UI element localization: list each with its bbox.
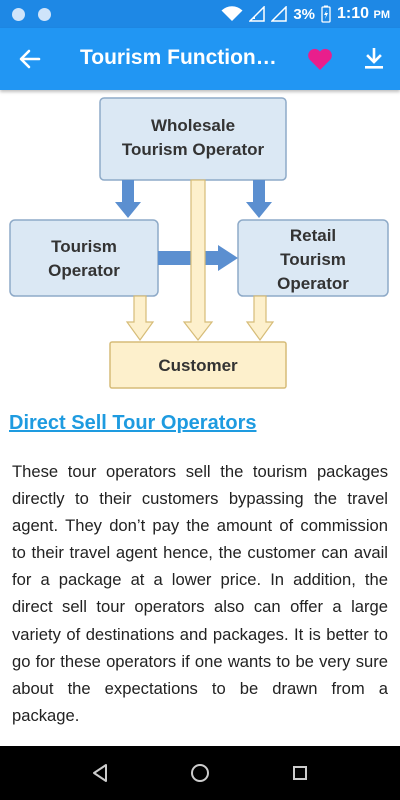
page-title: Tourism Functiona… bbox=[80, 46, 285, 69]
arrow-back-icon bbox=[19, 49, 41, 69]
status-indicators: 3% 1:10 PM bbox=[221, 4, 390, 24]
arrow-tourism-to-customer bbox=[125, 295, 155, 342]
battery-percent: 3% bbox=[293, 5, 316, 23]
signal-icon bbox=[249, 6, 266, 22]
arrow-wholesale-to-retail bbox=[246, 180, 272, 218]
nav-back-button[interactable] bbox=[86, 759, 114, 787]
nav-back-icon bbox=[93, 764, 107, 782]
arrow-wholesale-to-tourism bbox=[115, 180, 141, 218]
wholesale-box bbox=[99, 97, 287, 181]
nav-recents-icon bbox=[293, 766, 307, 780]
wholesale-label: Tourism Operator bbox=[122, 140, 265, 159]
nav-home-icon bbox=[191, 764, 209, 782]
battery-charging-icon bbox=[321, 5, 331, 23]
customer-label: Customer bbox=[158, 356, 238, 375]
favorite-button[interactable] bbox=[303, 42, 337, 76]
retail-operator-label: Retail bbox=[290, 226, 336, 245]
wholesale-label: Wholesale bbox=[151, 116, 235, 135]
section-link[interactable]: Direct Sell Tour Operators bbox=[9, 412, 257, 434]
customer-box bbox=[109, 341, 287, 389]
tourism-operator-box bbox=[9, 219, 159, 297]
download-icon bbox=[365, 48, 383, 69]
heart-icon bbox=[308, 48, 332, 70]
tourism-operator-label: Operator bbox=[48, 261, 120, 280]
tourism-operator-label: Tourism bbox=[51, 237, 117, 256]
body-paragraph: These tour operators sell the tourism pa… bbox=[12, 462, 388, 725]
signal-icon bbox=[271, 6, 288, 22]
navigation-bar bbox=[0, 746, 400, 800]
notification-icon bbox=[38, 8, 51, 21]
notification-icon bbox=[12, 8, 25, 21]
download-button[interactable] bbox=[357, 42, 391, 76]
tour-operator-diagram: Wholesale Tourism Operator Tourism Opera… bbox=[0, 90, 400, 402]
retail-operator-label: Tourism bbox=[280, 250, 346, 269]
clock: 1:10 PM bbox=[337, 5, 390, 22]
nav-home-button[interactable] bbox=[186, 759, 214, 787]
status-bar: 3% 1:10 PM bbox=[0, 0, 400, 28]
retail-operator-label: Operator bbox=[277, 274, 349, 293]
nav-recents-button[interactable] bbox=[286, 759, 314, 787]
arrow-wholesale-to-customer bbox=[182, 179, 214, 341]
arrow-retail-to-customer bbox=[245, 295, 275, 342]
wifi-icon bbox=[221, 6, 243, 21]
back-button[interactable] bbox=[14, 43, 46, 75]
app-bar: Tourism Functiona… bbox=[0, 28, 400, 90]
